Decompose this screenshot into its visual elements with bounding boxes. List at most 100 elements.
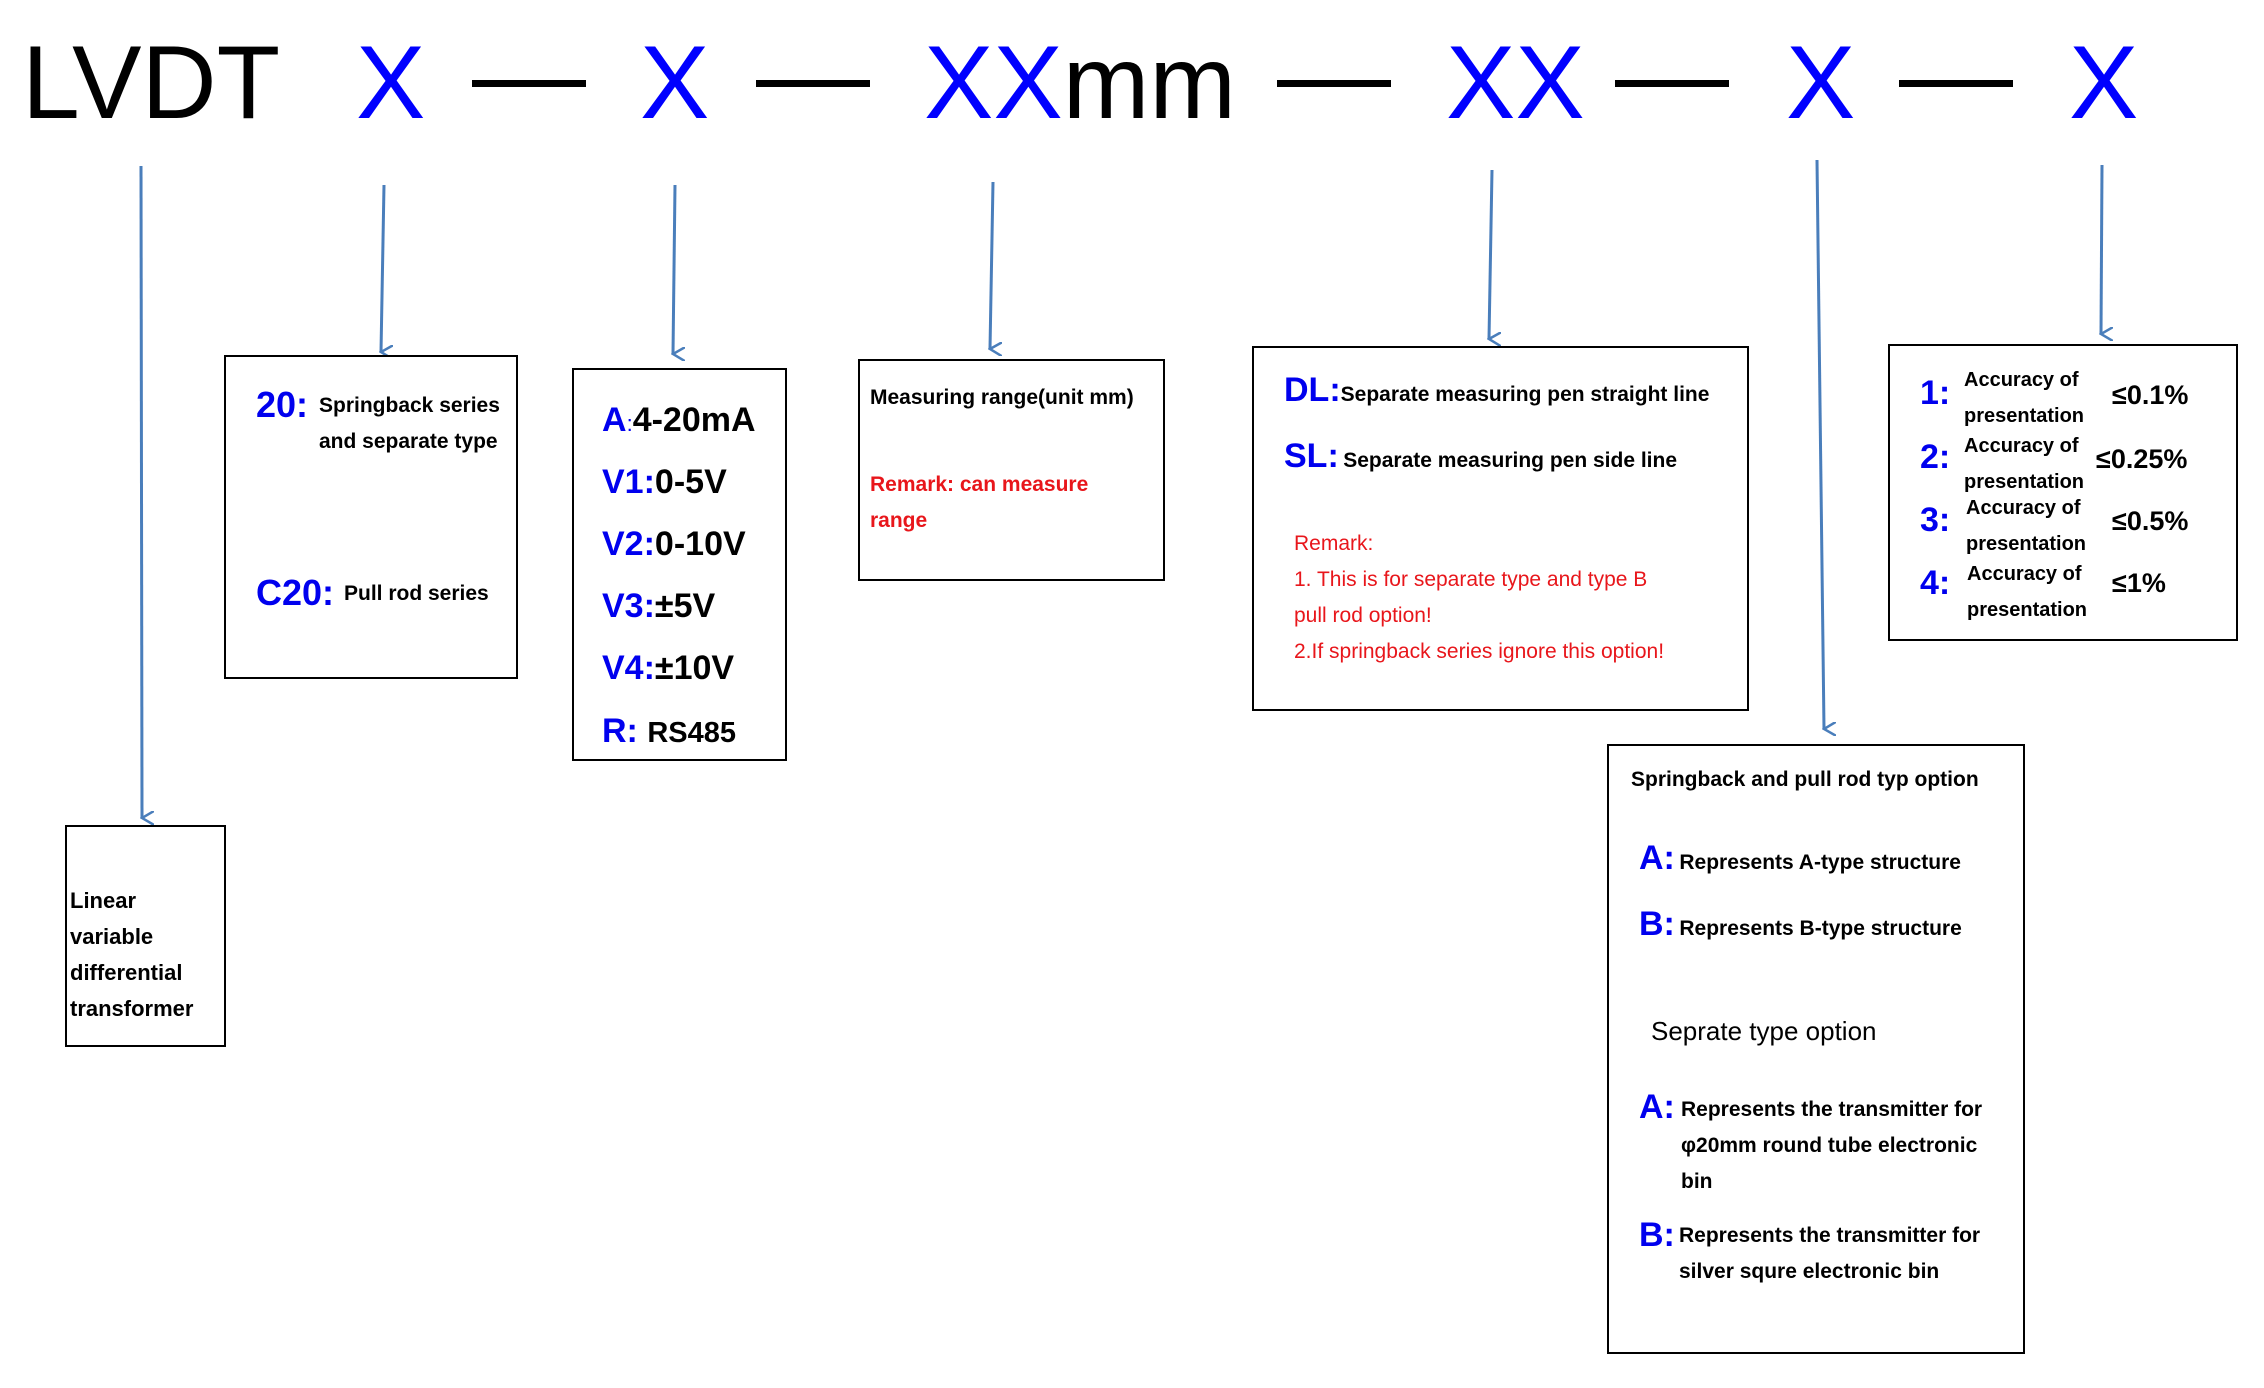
output-row-v2: V2:0-10V — [602, 524, 746, 564]
lvdt-line: transformer — [70, 996, 194, 1021]
box-line-option: DL:Separate measuring pen straight line … — [1252, 346, 1749, 711]
structure2-text-b: Represents the transmitter for silver sq… — [1679, 1218, 1980, 1290]
code-segment-range-unit: mm — [1062, 25, 1236, 141]
separator-dash — [1277, 80, 1391, 87]
structure-row-a: A: Represents A-type structure — [1639, 839, 1961, 878]
series-desc-line: and separate type — [319, 430, 498, 453]
series-desc-c20: Pull rod series — [344, 582, 489, 605]
code-segment-output: X — [640, 25, 710, 141]
arrow-structure — [1815, 159, 1824, 729]
range-remark: Remark: can measure range — [870, 467, 1088, 539]
series-desc-20: Springback series and separate type — [319, 388, 500, 460]
accuracy-label: Accuracy of presentation — [1967, 556, 2087, 628]
structure2-line: Represents the transmitter for — [1679, 1224, 1981, 1247]
range-remark-line: range — [870, 509, 928, 532]
accuracy-label: Accuracy of presentation — [1964, 362, 2084, 434]
accuracy-label-line: presentation — [1964, 405, 2085, 427]
code-segment-range-code: XX — [924, 25, 1063, 141]
structure-text: Represents A-type structure — [1679, 851, 1961, 874]
arrow-range — [990, 181, 993, 349]
output-key: A — [602, 401, 627, 439]
accuracy-label-line: presentation — [1967, 599, 2088, 621]
output-key: V3: — [602, 587, 655, 625]
structure2-key-a: A: — [1639, 1088, 1675, 1126]
output-row-v3: V3:±5V — [602, 586, 715, 626]
output-sep: : — [626, 411, 633, 436]
accuracy-key: 1: — [1920, 374, 1951, 412]
code-segment-accuracy: X — [2069, 25, 2139, 141]
arrow-line — [1489, 169, 1492, 339]
code-segment-range: XXmm — [924, 18, 1236, 148]
accuracy-key: 3: — [1920, 501, 1951, 539]
lvdt-line: differential — [70, 960, 183, 985]
line-key: DL: — [1284, 371, 1341, 409]
accuracy-key: 4: — [1920, 564, 1951, 602]
code-prefix: LVDT — [22, 25, 281, 141]
output-key: V4: — [602, 649, 655, 687]
box-structure-option: Springback and pull rod typ option A: Re… — [1607, 744, 2025, 1354]
accuracy-label-line: Accuracy of — [1964, 435, 2079, 457]
accuracy-value: ≤1% — [2112, 568, 2166, 598]
output-value: RS485 — [647, 717, 737, 749]
line-remark-line: Remark: — [1294, 532, 1374, 555]
accuracy-label-line: Accuracy of — [1964, 369, 2079, 391]
structure-subtitle: Seprate type option — [1651, 1016, 1877, 1046]
output-row-r: R: RS485 — [602, 711, 736, 753]
box-lvdt-description: Linear variable differential transformer — [65, 825, 226, 1047]
structure2-key-b: B: — [1639, 1216, 1675, 1254]
accuracy-value: ≤0.25% — [2096, 444, 2188, 474]
range-title: Measuring range(unit mm) — [870, 386, 1134, 409]
structure2-line: φ20mm round tube electronic — [1681, 1134, 1978, 1157]
accuracy-label-line: Accuracy of — [1966, 497, 2081, 519]
arrow-accuracy — [2101, 164, 2102, 334]
line-key: SL: — [1284, 437, 1339, 475]
separator-dash — [1615, 80, 1729, 87]
separator-dash — [1899, 80, 2013, 87]
line-row-sl: SL: Separate measuring pen side line — [1284, 437, 1677, 476]
structure2-text-a: Represents the transmitter for φ20mm rou… — [1681, 1092, 1982, 1200]
output-value: 0-5V — [654, 463, 727, 501]
separator-dash — [756, 80, 870, 87]
line-remark: Remark: 1. This is for separate type and… — [1294, 526, 1664, 670]
line-value: Separate measuring pen straight line — [1340, 383, 1710, 406]
accuracy-value: ≤0.5% — [2112, 506, 2189, 536]
box-accuracy: 1: Accuracy of presentation ≤0.1% 2: Acc… — [1888, 344, 2238, 641]
output-value: 4-20mA — [632, 401, 756, 439]
lvdt-line: Linear variable — [70, 888, 154, 949]
structure-row-b: B: Represents B-type structure — [1639, 905, 1962, 944]
structure2-line: silver squre electronic bin — [1679, 1260, 1940, 1283]
structure-key: B: — [1639, 905, 1675, 943]
box-output: A:4-20mA V1:0-5V V2:0-10V V3:±5V V4:±10V… — [572, 368, 787, 761]
series-desc-line: Springback series — [319, 394, 500, 417]
output-value: ±5V — [654, 587, 716, 625]
output-key: V2: — [602, 525, 655, 563]
accuracy-label: Accuracy of presentation — [1964, 428, 2084, 500]
accuracy-label-line: Accuracy of — [1967, 563, 2082, 585]
arrow-output — [673, 184, 675, 354]
box-measuring-range: Measuring range(unit mm) Remark: can mea… — [858, 359, 1165, 581]
series-key-c20: C20: — [256, 572, 335, 613]
output-row-a: A:4-20mA — [602, 400, 756, 444]
arrow-lvdt — [139, 165, 142, 818]
structure2-line: bin — [1681, 1170, 1713, 1193]
series-key-20: 20: — [256, 384, 309, 425]
range-remark-line: Remark: can measure — [870, 473, 1089, 496]
accuracy-label: Accuracy of presentation — [1966, 490, 2086, 562]
accuracy-label-line: presentation — [1966, 533, 2087, 555]
output-row-v4: V4:±10V — [602, 648, 734, 688]
output-value: 0-10V — [654, 525, 746, 563]
separator-dash — [472, 80, 586, 87]
structure-text: Represents B-type structure — [1679, 917, 1962, 940]
line-row-dl: DL:Separate measuring pen straight line — [1284, 371, 1709, 410]
code-segment-series: X — [356, 25, 426, 141]
line-value: Separate measuring pen side line — [1343, 449, 1678, 472]
accuracy-key: 2: — [1920, 438, 1951, 476]
output-key: R: — [602, 712, 638, 750]
line-remark-line: pull rod option! — [1294, 604, 1432, 627]
structure-key: A: — [1639, 839, 1675, 877]
output-key: V1: — [602, 463, 655, 501]
code-segment-line: XX — [1446, 25, 1585, 141]
accuracy-label-line: presentation — [1964, 471, 2085, 493]
line-remark-line: 2.If springback series ignore this optio… — [1294, 640, 1665, 663]
